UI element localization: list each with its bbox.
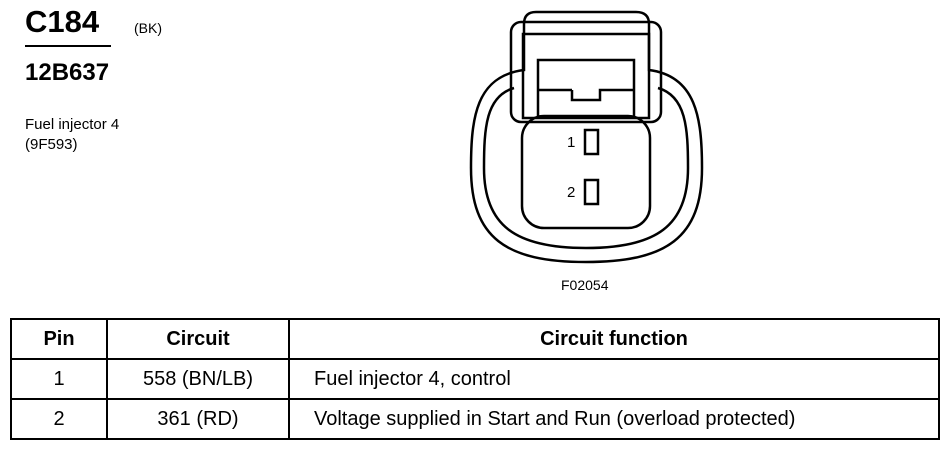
locking-tab-latch (536, 58, 636, 118)
title-underline (25, 45, 111, 47)
header-pin: Pin (10, 318, 108, 360)
pin-2-label: 2 (567, 184, 575, 201)
cell-circuit: 558 (BN/LB) (106, 358, 290, 400)
connector-face-diagram: 1 2 (469, 10, 704, 264)
pin-table: Pin Circuit Circuit function 1 558 (BN/L… (10, 318, 940, 440)
cell-pin: 1 (10, 358, 108, 400)
part-number: 12B637 (25, 59, 110, 86)
cell-circuit: 361 (RD) (106, 398, 290, 440)
pin-1-terminal (583, 128, 600, 156)
locking-tab-housing (509, 20, 663, 124)
header-circuit: Circuit (106, 318, 290, 360)
component-code: (9F593) (25, 136, 78, 153)
cell-pin: 2 (10, 398, 108, 440)
table-row: 2 361 (RD) Voltage supplied in Start and… (10, 398, 940, 440)
figure-id: F02054 (561, 277, 609, 293)
connector-outer-shell (469, 10, 704, 264)
locking-tab-outer (521, 32, 651, 120)
table-header-row: Pin Circuit Circuit function (10, 318, 940, 360)
pin-cavity-area (520, 114, 652, 230)
component-name: Fuel injector 4 (25, 116, 120, 133)
pin-2-terminal (583, 178, 600, 206)
cell-function: Fuel injector 4, control (288, 358, 940, 400)
pin-1-label: 1 (567, 134, 575, 151)
cell-function: Voltage supplied in Start and Run (overl… (288, 398, 940, 440)
color-code: (BK) (134, 20, 162, 36)
table-row: 1 558 (BN/LB) Fuel injector 4, control (10, 358, 940, 400)
header-function: Circuit function (288, 318, 940, 360)
connector-id: C184 (25, 4, 100, 39)
connector-inner-shell (482, 86, 690, 250)
